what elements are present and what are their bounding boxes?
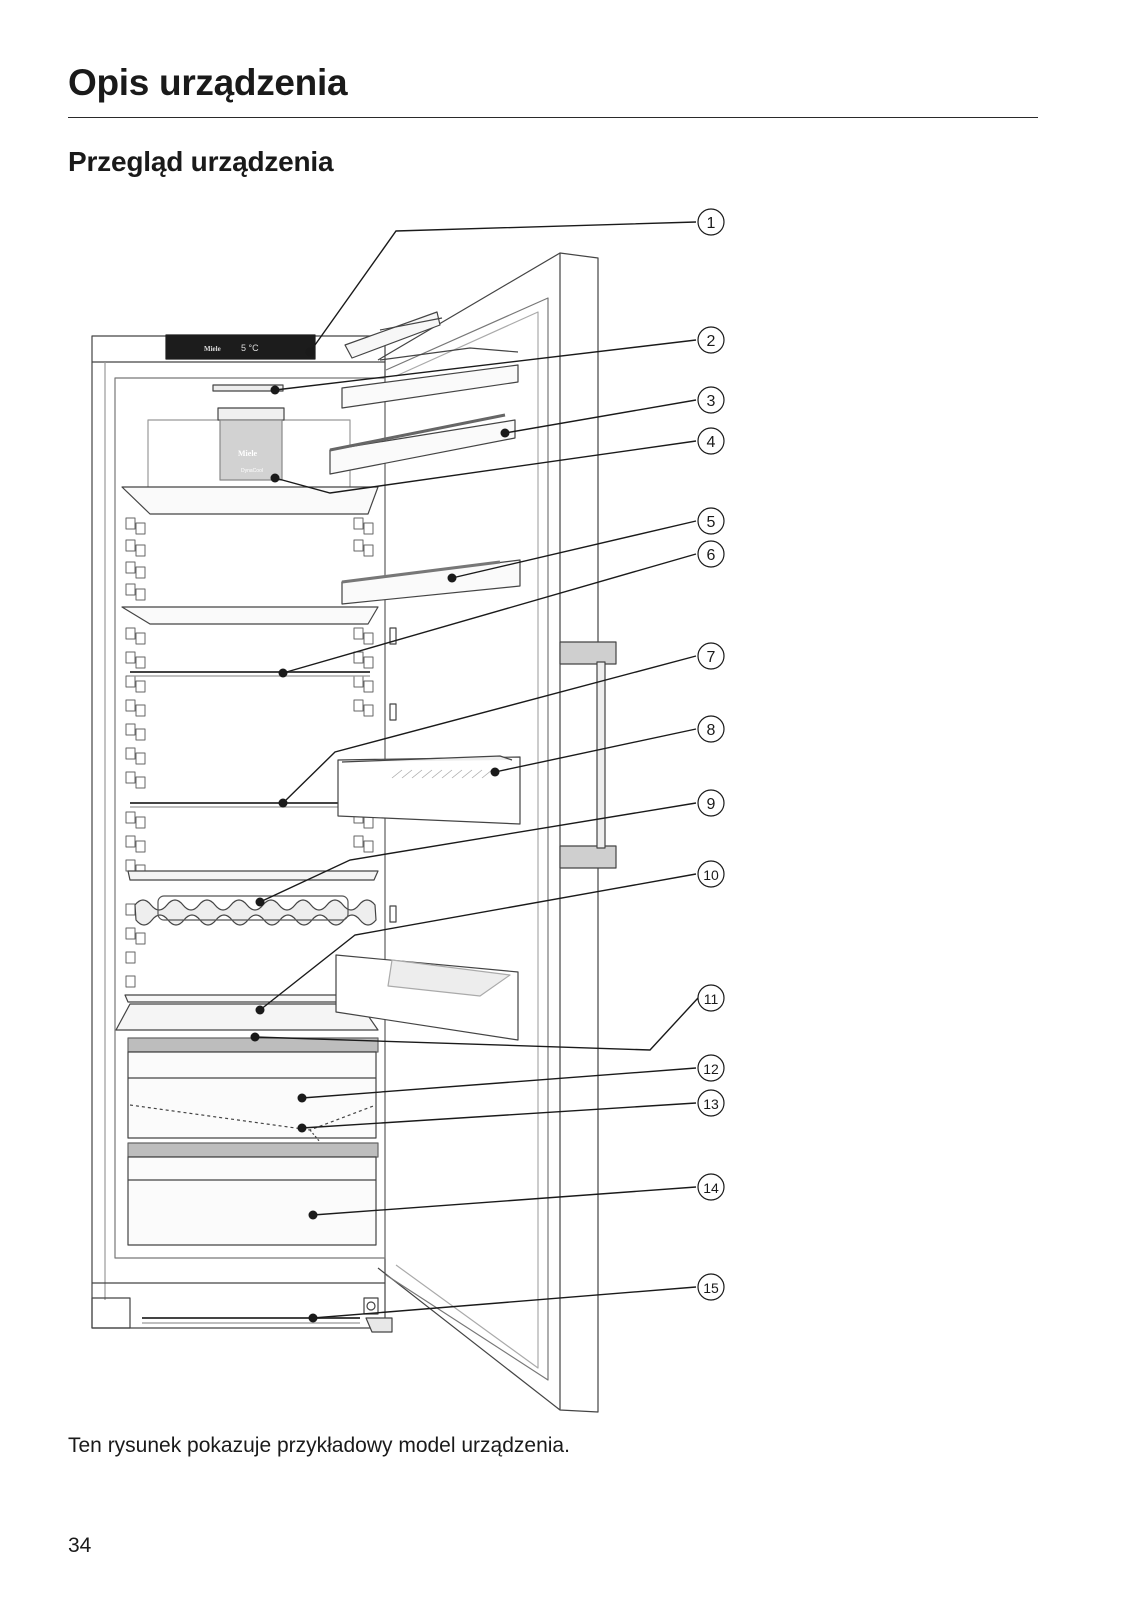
shelf-10 [124,994,373,1003]
callout-13: 13 [703,1096,719,1112]
door-shelf-2 [341,364,519,409]
door-hinge-bottom [363,1297,379,1315]
callout-5: 5 [707,514,716,531]
door-handle-bar [596,661,606,849]
display-brand: Miele [204,345,221,353]
plinth-left [91,1297,131,1329]
shelf-supports-right [353,517,374,853]
page-number: 34 [68,1534,92,1557]
callout-3: 3 [707,393,716,410]
callout-4: 4 [707,434,716,451]
display-temperature: 5 °C [241,343,259,353]
filter-label: DynaCool [241,468,263,474]
air-filter-housing [217,407,285,421]
figure-caption: Ten rysunek pokazuje przykładowy model u… [68,1434,570,1457]
callout-11: 11 [704,991,719,1007]
callout-12: 12 [703,1061,719,1077]
control-panel [165,334,316,360]
crisper-drawer-top [127,1051,377,1139]
door-outline [559,252,599,1413]
callout-9: 9 [707,796,716,813]
title-divider [68,117,1038,118]
door-shelf-5 [341,559,521,605]
air-filter [219,419,283,481]
crisper-drawer-bottom-handle [127,1142,379,1158]
callout-14: 14 [703,1180,719,1196]
callout-6: 6 [707,547,716,564]
callout-1: 1 [707,215,716,232]
crisper-drawer-bottom [127,1156,377,1246]
door-inner-frame [385,297,549,1381]
shelf-above-bottle-rack [127,870,379,881]
filter-brand: Miele [238,449,258,458]
door-handle-bottom [559,845,617,869]
callout-10: 10 [703,867,719,883]
page-title: Opis urządzenia [68,62,348,103]
shelf-supports-left [125,517,146,988]
section-title: Przegląd urządzenia [68,146,334,177]
callout-2: 2 [707,333,716,350]
callout-7: 7 [707,649,716,666]
interior-light [212,384,284,392]
door-shelf-8 [337,756,521,825]
door-shelf-3 [329,419,516,475]
shelf-top [121,486,379,515]
callout-15: 15 [703,1280,719,1296]
callout-8: 8 [707,722,716,739]
door-handle-top [559,641,617,665]
bottle-rack [134,899,377,926]
shelf-2 [121,606,379,625]
divider-plate-11 [115,1003,379,1031]
